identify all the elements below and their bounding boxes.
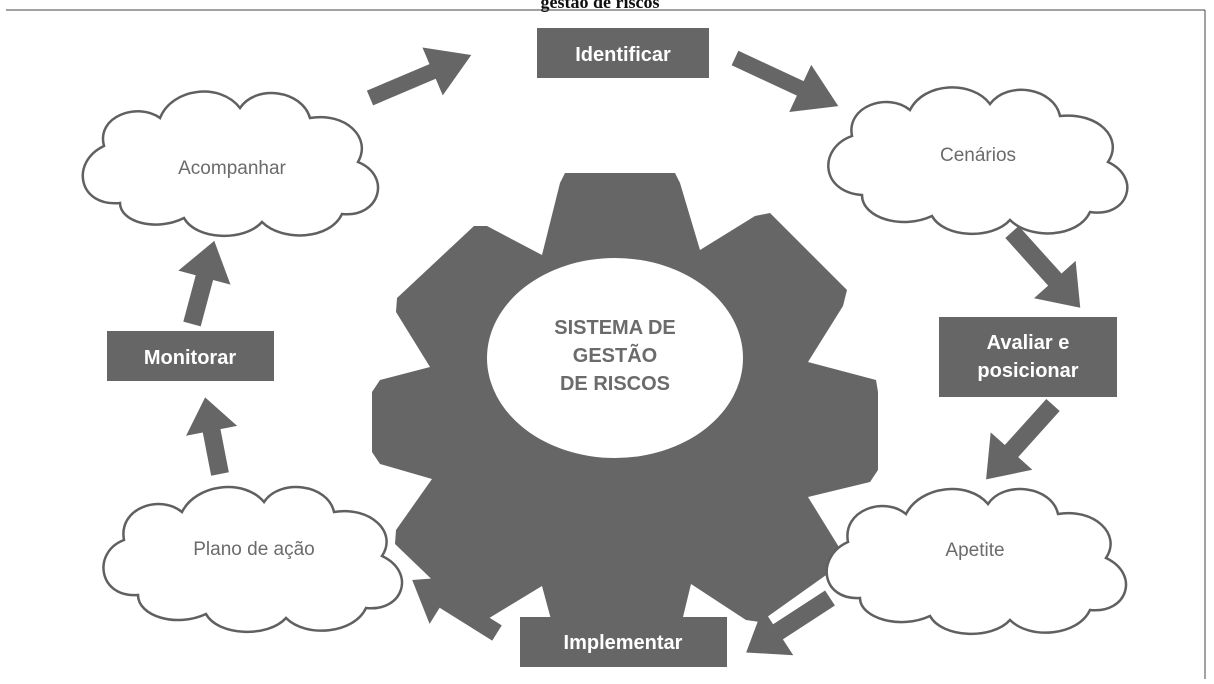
gear-hub (487, 258, 743, 458)
cloud-shape-plano (102, 485, 404, 634)
center-title-line-2: GESTÃO (573, 344, 657, 367)
step-box-identificar-bg (537, 28, 709, 78)
cloud-label-cenarios: Cenários (940, 145, 1016, 166)
step-box-avaliar: Avaliar e posicionar (939, 317, 1117, 397)
cloud-shape-apetite (825, 487, 1128, 636)
cropped-figure-caption: gestão de riscos (541, 0, 660, 12)
step-box-implementar: Implementar (520, 617, 727, 667)
step-box-identificar: Identificar (537, 28, 709, 78)
cloud-cenarios: Cenários (827, 86, 1129, 236)
cloud-label-plano: Plano de ação (193, 539, 315, 560)
step-label-identificar: Identificar (575, 44, 671, 66)
center-title-line-3: DE RISCOS (560, 373, 670, 395)
arrow-cenarios-to-avaliar (1005, 225, 1081, 308)
arrow-acompanhar-to-identificar (366, 47, 472, 106)
step-label-avaliar-line-2: posicionar (977, 360, 1078, 382)
arrow-monitorar-to-acompanhar (178, 240, 231, 327)
cloud-apetite: Apetite (825, 487, 1128, 636)
gear-icon (372, 173, 878, 652)
step-box-monitorar-bg (107, 331, 274, 381)
cloud-label-apetite: Apetite (945, 540, 1004, 561)
arrow-plano-to-monitorar (186, 397, 238, 476)
step-label-implementar: Implementar (564, 632, 683, 654)
arrow-implementar-to-plano (412, 576, 502, 641)
arrow-apetite-to-implementar (746, 590, 835, 656)
step-box-implementar-bg (520, 617, 727, 667)
step-box-monitorar: Monitorar (107, 331, 274, 381)
step-label-monitorar: Monitorar (144, 347, 236, 369)
center-title-line-1: SISTEMA DE (554, 317, 676, 339)
cloud-label-acompanhar: Acompanhar (178, 158, 286, 179)
cloud-acompanhar: Acompanhar (81, 90, 380, 238)
step-label-avaliar-line-1: Avaliar e (987, 332, 1070, 354)
cloud-shape-acompanhar (81, 90, 380, 238)
cloud-shape-cenarios (827, 86, 1129, 236)
cloud-plano: Plano de ação (102, 485, 404, 634)
arrow-avaliar-to-apetite (986, 398, 1060, 480)
step-box-avaliar-bg (939, 317, 1117, 397)
arrow-identificar-to-cenarios (731, 50, 839, 112)
